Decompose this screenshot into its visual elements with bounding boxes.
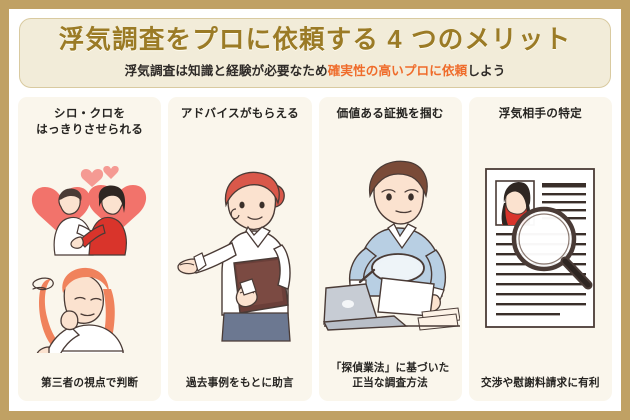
merit-card-1: シロ・クロを はっきりさせられる — [18, 97, 162, 401]
merit-card-4-title: 浮気相手の特定 — [498, 107, 582, 121]
merit-card-2: アドバイスがもらえる — [168, 97, 312, 401]
merit-card-3: 価値ある証拠を掴む — [318, 97, 462, 401]
merit-card-3-title: 価値ある証拠を掴む — [336, 107, 444, 121]
merit-card-4-caption: 交渉や慰謝料請求に有利 — [481, 376, 600, 389]
merit-card-2-title: アドバイスがもらえる — [180, 107, 299, 121]
merit-card-list: シロ・クロを はっきりさせられる — [9, 88, 621, 411]
merit-card-1-caption: 第三者の視点で判断 — [41, 376, 139, 389]
document-photo-magnifier-icon — [469, 122, 612, 375]
merit-card-3-caption: 「探偵業法」に基づいた 正当な調査方法 — [330, 362, 450, 389]
man-with-magnifier-laptop-icon — [319, 122, 462, 361]
subtitle-highlight: 確実性の高いプロに依頼 — [327, 64, 468, 79]
merit-card-4: 浮気相手の特定 — [468, 97, 612, 401]
poster-inner: 浮気調査をプロに依頼する 4 つのメリット 浮気調査は知識と経験が必要なため確実… — [9, 9, 621, 411]
page-title: 浮気調査をプロに依頼する 4 つのメリット — [58, 26, 572, 54]
merit-card-1-title: シロ・クロを はっきりさせられる — [36, 107, 144, 137]
subtitle-plain-after: しよう — [467, 64, 506, 79]
advisor-woman-with-folder-icon — [168, 122, 311, 375]
merit-card-2-caption: 過去事例をもとに助言 — [186, 376, 294, 389]
header-box: 浮気調査をプロに依頼する 4 つのメリット 浮気調査は知識と経験が必要なため確実… — [19, 18, 611, 89]
couple-hearts-worried-woman-icon — [18, 138, 161, 375]
subtitle-plain-before: 浮気調査は知識と経験が必要なため — [124, 64, 328, 79]
page-subtitle: 浮気調査は知識と経験が必要なため確実性の高いプロに依頼しよう — [26, 60, 604, 79]
